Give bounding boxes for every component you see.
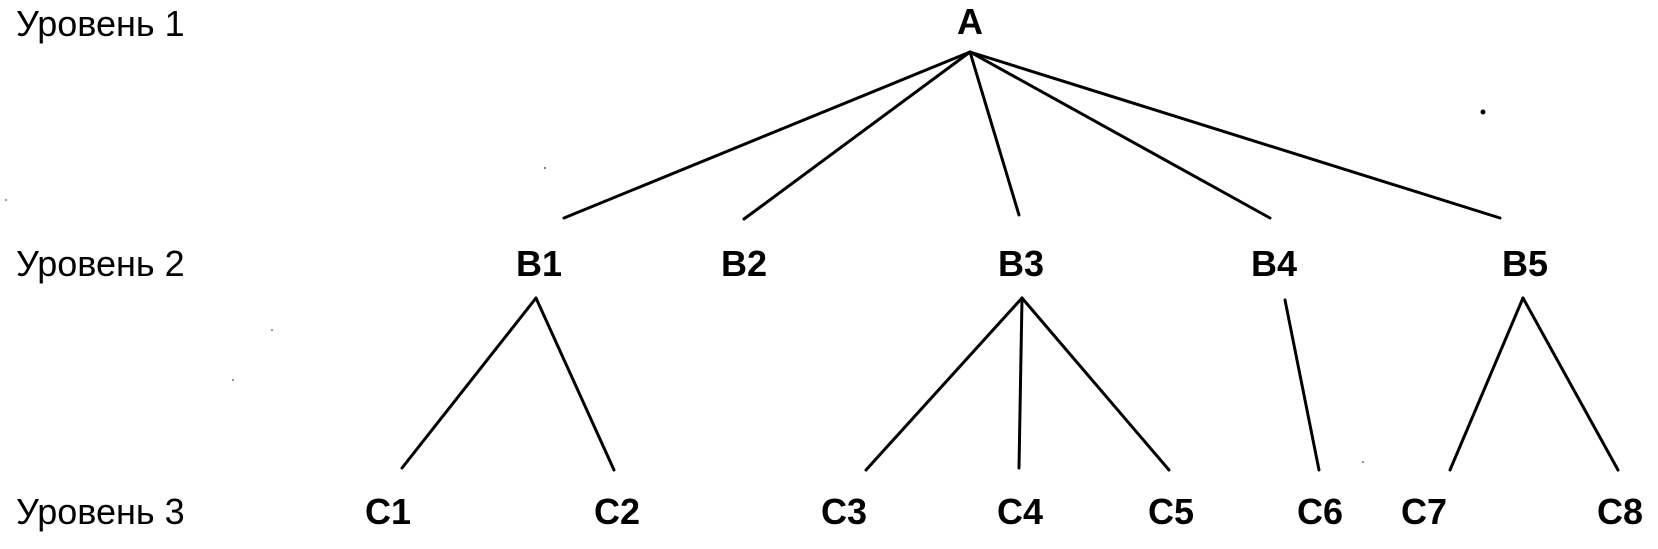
node-c3: C3	[821, 491, 867, 532]
nodes-layer: A B1 B2 B3 B4 B5 C1 C2 C3 C4 C5 C6 C7 C8	[365, 1, 1643, 532]
edges-layer	[400, 50, 1620, 472]
edge-a-b2	[742, 50, 972, 221]
node-b4: B4	[1251, 243, 1297, 284]
node-b2: B2	[721, 243, 767, 284]
edge-b1-c2	[534, 296, 616, 472]
edge-a-b4	[968, 50, 1272, 220]
speck	[232, 379, 234, 381]
edge-b4-c6	[1283, 298, 1321, 472]
edge-b3-c3	[864, 296, 1024, 472]
node-c8: C8	[1597, 491, 1643, 532]
edge-b5-c7	[1448, 296, 1525, 472]
level-label-1: Уровень 1	[16, 3, 185, 44]
node-c2: C2	[594, 491, 640, 532]
edge-b3-c4	[1017, 296, 1024, 470]
level-label-3: Уровень 3	[16, 491, 185, 532]
edge-a-b5	[968, 50, 1502, 220]
edge-b3-c5	[1020, 296, 1171, 472]
node-a: A	[957, 1, 983, 42]
edge-a-b3	[968, 50, 1021, 217]
node-b3: B3	[998, 243, 1044, 284]
speck	[271, 329, 273, 331]
speck	[1362, 461, 1364, 463]
node-c4: C4	[997, 491, 1043, 532]
level-labels: Уровень 1 Уровень 2 Уровень 3	[16, 3, 185, 532]
edge-a-b1	[562, 50, 972, 220]
node-c1: C1	[365, 491, 411, 532]
edge-b1-c1	[400, 296, 538, 470]
node-c6: C6	[1297, 491, 1343, 532]
level-label-2: Уровень 2	[16, 243, 185, 284]
scan-specks	[5, 109, 1486, 463]
speck	[1480, 109, 1486, 115]
node-c5: C5	[1148, 491, 1194, 532]
speck	[544, 167, 546, 169]
node-b1: B1	[516, 243, 562, 284]
speck	[5, 199, 7, 201]
node-b5: B5	[1502, 243, 1548, 284]
edge-b5-c8	[1521, 296, 1620, 472]
node-c7: C7	[1401, 491, 1447, 532]
